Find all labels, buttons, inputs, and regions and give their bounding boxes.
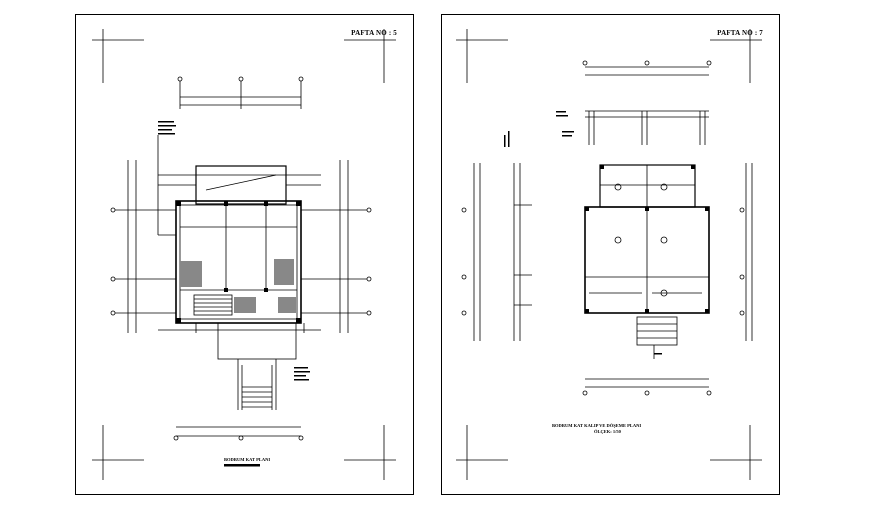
sheet-number: PAFTA NO : 7 [717, 29, 763, 37]
basement-floor-plan-drawing [92, 29, 396, 480]
plan-title: BODRUM KAT PLANI [224, 457, 271, 462]
drawing-sheet-7: PAFTA NO : 7 BODRUM KAT KALIP VE DÖŞEME … [441, 14, 780, 495]
plan-scale: ÖLÇEK: 1/50 [594, 429, 621, 434]
plan-title: BODRUM KAT KALIP VE DÖŞEME PLANI [552, 423, 642, 428]
drawing-sheet-5: PAFTA NO : 5 BODRUM KAT PLANI [75, 14, 414, 495]
formwork-plan-drawing [456, 29, 762, 480]
sheet-number: PAFTA NO : 5 [351, 29, 397, 37]
